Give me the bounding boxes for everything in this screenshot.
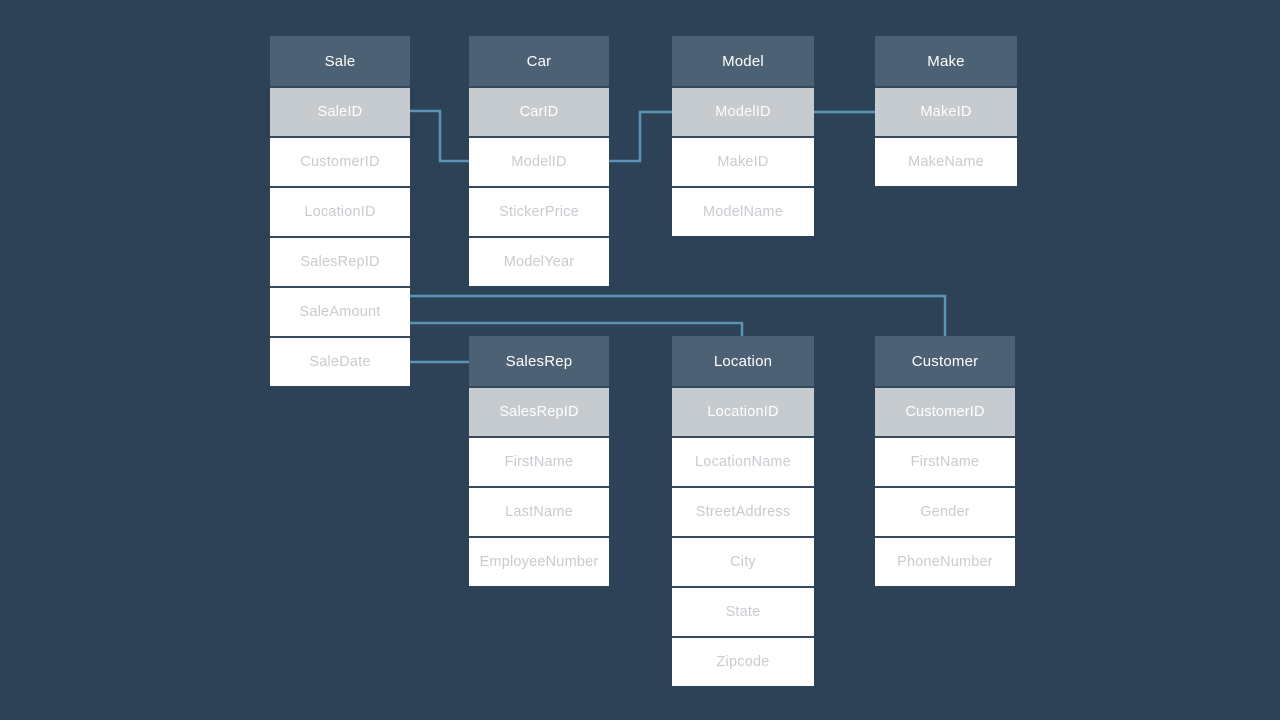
primary-key-row-saleid[interactable]: SaleID	[270, 86, 410, 136]
entity-title-customer: Customer	[875, 336, 1015, 386]
field-row-lastname[interactable]: LastName	[469, 486, 609, 536]
field-row-phonenumber[interactable]: PhoneNumber	[875, 536, 1015, 586]
entity-title-salesrep: SalesRep	[469, 336, 609, 386]
primary-key-row-makeid[interactable]: MakeID	[875, 86, 1017, 136]
field-row-employeenumber[interactable]: EmployeeNumber	[469, 536, 609, 586]
entity-title-location: Location	[672, 336, 814, 386]
field-row-state[interactable]: State	[672, 586, 814, 636]
primary-key-row-modelid[interactable]: ModelID	[672, 86, 814, 136]
field-row-makename[interactable]: MakeName	[875, 136, 1017, 186]
field-row-stickerprice[interactable]: StickerPrice	[469, 186, 609, 236]
field-row-customerid[interactable]: CustomerID	[270, 136, 410, 186]
field-row-firstname[interactable]: FirstName	[875, 436, 1015, 486]
primary-key-row-salesrepid[interactable]: SalesRepID	[469, 386, 609, 436]
field-row-firstname[interactable]: FirstName	[469, 436, 609, 486]
entity-title-make: Make	[875, 36, 1017, 86]
entity-title-car: Car	[469, 36, 609, 86]
field-row-modelid[interactable]: ModelID	[469, 136, 609, 186]
field-row-saleamount[interactable]: SaleAmount	[270, 286, 410, 336]
connector-sale-saleid-to-car-modelid	[410, 109, 469, 163]
field-row-modelname[interactable]: ModelName	[672, 186, 814, 236]
connector-sale-saleamount-to-customer	[410, 294, 947, 336]
entity-title-model: Model	[672, 36, 814, 86]
primary-key-row-locationid[interactable]: LocationID	[672, 386, 814, 436]
field-row-makeid[interactable]: MakeID	[672, 136, 814, 186]
field-row-modelyear[interactable]: ModelYear	[469, 236, 609, 286]
field-row-city[interactable]: City	[672, 536, 814, 586]
field-row-locationid[interactable]: LocationID	[270, 186, 410, 236]
field-row-zipcode[interactable]: Zipcode	[672, 636, 814, 686]
connector-sale-saleamount-to-location	[410, 321, 744, 336]
field-row-gender[interactable]: Gender	[875, 486, 1015, 536]
field-row-locationname[interactable]: LocationName	[672, 436, 814, 486]
connector-car-modelid-to-model-modelid	[609, 110, 672, 163]
entity-title-sale: Sale	[270, 36, 410, 86]
primary-key-row-carid[interactable]: CarID	[469, 86, 609, 136]
field-row-saledate[interactable]: SaleDate	[270, 336, 410, 386]
primary-key-row-customerid[interactable]: CustomerID	[875, 386, 1015, 436]
field-row-salesrepid[interactable]: SalesRepID	[270, 236, 410, 286]
field-row-streetaddress[interactable]: StreetAddress	[672, 486, 814, 536]
